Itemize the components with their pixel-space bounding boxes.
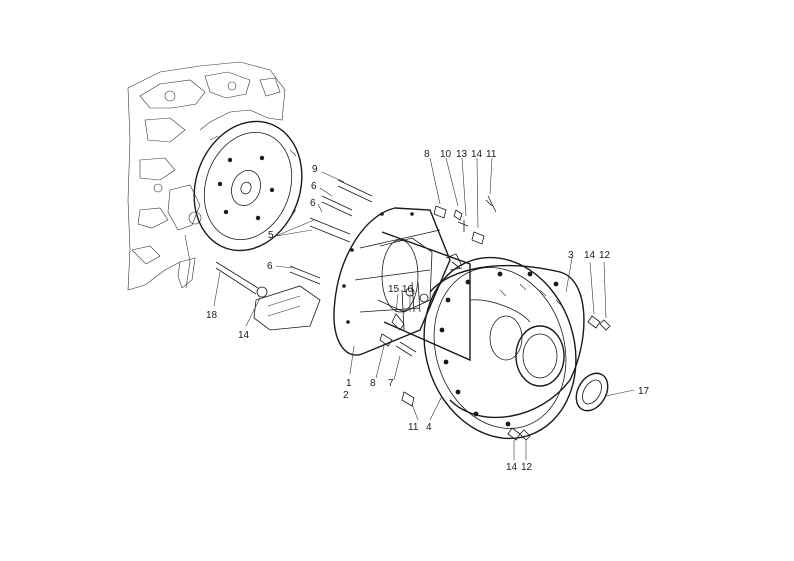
callout-label: 9: [312, 164, 318, 175]
callout-label: 8: [370, 378, 376, 389]
callout-label: 16: [402, 284, 414, 295]
callout-label: 13: [456, 149, 468, 160]
callout-label: 10: [440, 149, 452, 160]
callout-label: 15: [388, 284, 400, 295]
callout-label: 7: [388, 378, 394, 389]
adapter-plate: [333, 207, 451, 356]
callout-label: 6: [311, 181, 317, 192]
callout-label: 17: [638, 386, 650, 397]
callout-label: 14: [471, 149, 483, 160]
callout-label: 6: [310, 198, 316, 209]
callout-label: 1: [346, 378, 352, 389]
callout-label: 14: [584, 250, 596, 261]
callout-label: 2: [343, 390, 349, 401]
callout-label: 5: [268, 230, 274, 241]
callout-label: 11: [408, 422, 419, 433]
callout-labels: 8 10 13 14 11 9 6 6 5 6 3 14 12 15 16 18…: [206, 149, 650, 473]
engine-block: [127, 61, 286, 291]
fasteners: [379, 195, 611, 441]
callout-label: 14: [506, 462, 518, 473]
callout-label: 3: [568, 250, 574, 261]
callout-label: 14: [238, 330, 250, 341]
callout-label: 6: [267, 261, 273, 272]
callout-label: 12: [599, 250, 611, 261]
studs: [215, 179, 373, 298]
seal-ring: [575, 372, 609, 412]
leader-lines: [213, 157, 635, 460]
callout-label: 4: [426, 422, 432, 433]
callout-label: 18: [206, 310, 218, 321]
transmission-housing: [423, 256, 585, 440]
callout-label: 11: [486, 149, 497, 160]
converter-housing: [377, 231, 471, 362]
bracket: [253, 285, 321, 331]
callout-label: 12: [521, 462, 533, 473]
callout-label: 8: [424, 149, 430, 160]
flywheel: [193, 120, 303, 252]
